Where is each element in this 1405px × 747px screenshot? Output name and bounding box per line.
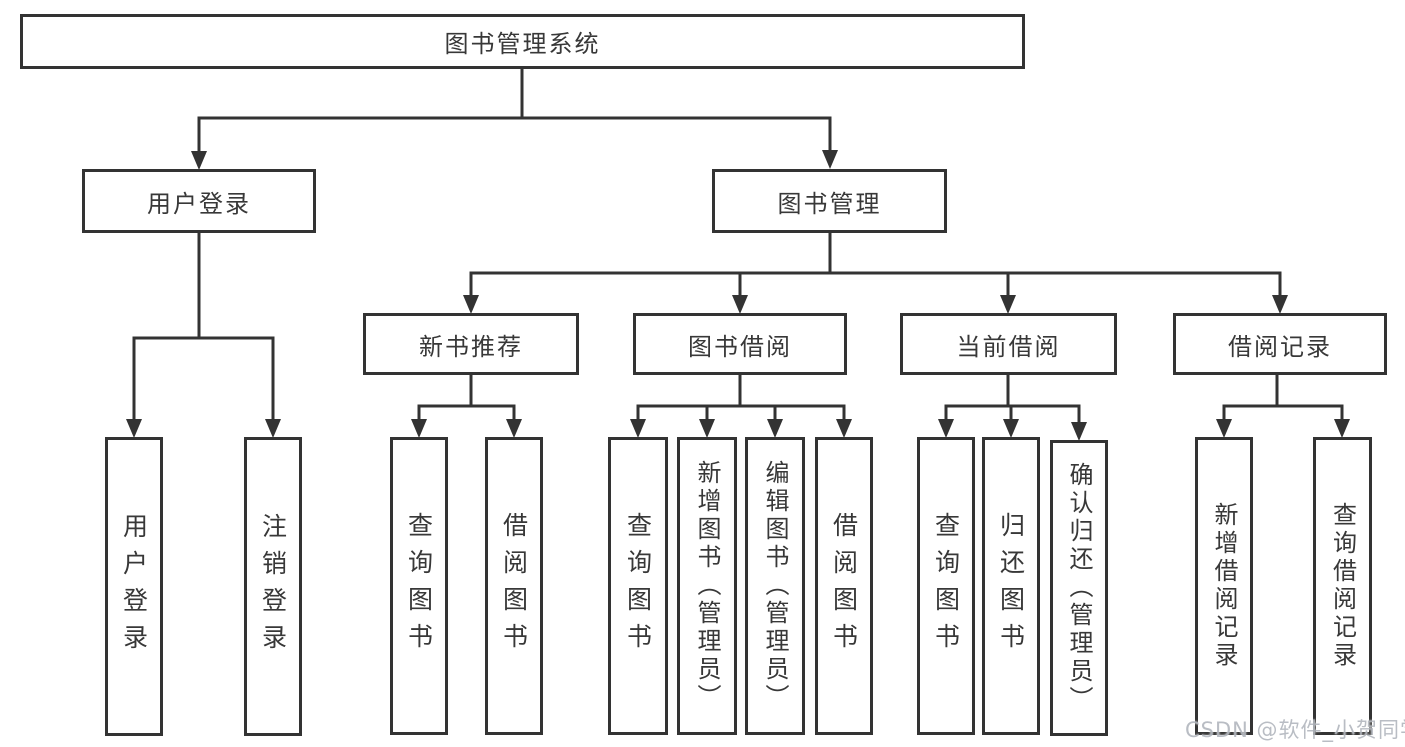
leaf-add-book-admin: 新增图书（管理员） [677,437,737,735]
leaf-user-login: 用户登录 [105,437,163,736]
connector-userlogin-to-leaves [132,231,275,421]
connector-newbook-to-leaves [417,373,516,421]
leaf-logout: 注销登录 [244,437,302,736]
node-book-management: 图书管理 [712,169,947,233]
csdn-watermark: CSDN @软件_小贺同学 [1185,718,1405,742]
node-user-login: 用户登录 [82,169,316,233]
connector-bookborrow-to-leaves [636,373,846,421]
leaf-query-borrow-record: 查询借阅记录 [1313,437,1372,735]
node-new-book-recommend: 新书推荐 [363,313,579,375]
node-library-management-system: 图书管理系统 [20,14,1025,69]
leaf-confirm-return-admin: 确认归还（管理员） [1050,440,1108,736]
leaf-query-books-recommend: 查询图书 [390,437,448,735]
connector-root-to-level2 [197,67,832,153]
leaf-query-books-borrowing: 查询图书 [608,437,668,735]
leaf-borrow-books-recommend: 借阅图书 [485,437,543,735]
node-current-borrowing: 当前借阅 [900,313,1117,375]
node-borrow-records: 借阅记录 [1173,313,1387,375]
leaf-borrow-books-borrowing: 借阅图书 [815,437,873,735]
leaf-edit-book-admin: 编辑图书（管理员） [745,437,805,735]
connector-borrowrecord-to-leaves [1222,373,1344,421]
leaf-return-book: 归还图书 [982,437,1040,735]
leaf-query-books-current: 查询图书 [917,437,975,735]
connector-currentborrow-to-leaves [944,373,1081,424]
node-book-borrowing: 图书借阅 [633,313,847,375]
arrowheads [126,150,1350,441]
leaf-add-borrow-record: 新增借阅记录 [1195,437,1253,735]
connector-bookmgmt-to-level3 [469,231,1282,297]
